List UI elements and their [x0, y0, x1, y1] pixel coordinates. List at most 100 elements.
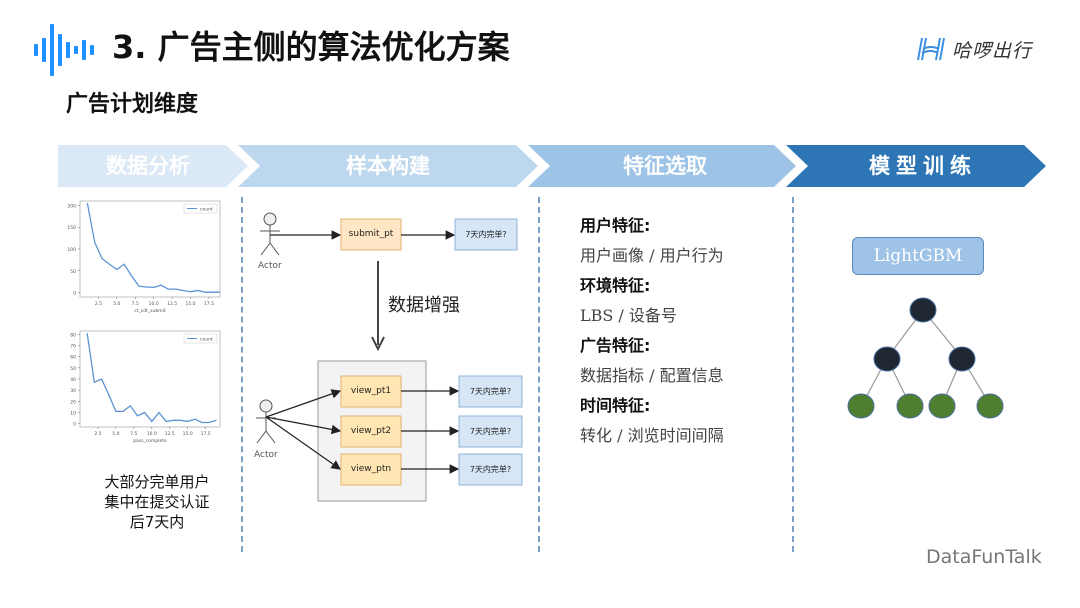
- legend-box: [183, 333, 218, 344]
- x-tick-label: 17.5: [204, 301, 214, 307]
- y-tick-label: 50: [70, 366, 76, 372]
- page-title: 3. 广告主侧的算法优化方案: [112, 28, 510, 66]
- x-tick-label: 15.0: [186, 301, 196, 307]
- decision-tree-icon: [847, 297, 1004, 419]
- feature-list: 用户特征: 用户画像 / 用户行为 环境特征: LBS / 设备号 广告特征: …: [580, 212, 780, 452]
- column-divider: [538, 197, 540, 552]
- model-name-box: LightGBM: [852, 237, 984, 275]
- y-tick-label: 60: [70, 355, 76, 361]
- feature-value-env: LBS / 设备号: [580, 306, 677, 325]
- sound-wave-logo-icon: [34, 24, 94, 76]
- outcome-box: [458, 375, 523, 408]
- x-tick-label: 12.5: [165, 431, 175, 437]
- complete-count-line-chart: 0 10 20 30 40 50 60 70 80 2.5 5.0 7.5 10.0 12.5 15.0 17…: [70, 330, 221, 444]
- note-line: 集中在提交认证: [104, 493, 210, 511]
- outcome-label: 7天内完单?: [469, 427, 512, 436]
- submit-node-box: [340, 218, 402, 251]
- actor-label: Actor: [258, 261, 282, 271]
- feature-heading-user: 用户特征:: [580, 216, 651, 235]
- x-tick-label: 2.5: [94, 431, 101, 437]
- tree-leaf-node: [847, 393, 875, 419]
- feature-value-ad: 数据指标 / 配置信息: [580, 366, 724, 385]
- column-divider: [241, 197, 243, 552]
- tree-leaf-node: [976, 393, 1004, 419]
- stage-model-train: 模型训练: [869, 154, 977, 178]
- outcome-label: 7天内完单?: [469, 387, 512, 396]
- tree-leaf-node: [928, 393, 956, 419]
- feature-heading-ad: 广告特征:: [580, 336, 651, 355]
- x-tick-label: 10.0: [149, 301, 159, 307]
- brand-name: 哈啰出行: [952, 39, 1033, 62]
- x-tick-label: 7.5: [130, 431, 137, 437]
- x-tick-label: 5.0: [112, 431, 119, 437]
- stage-chevron-2: [238, 145, 538, 187]
- hellobike-h-icon: [917, 37, 945, 61]
- model-panel: LightGBM: [820, 225, 1020, 425]
- series-line-count: [86, 333, 217, 424]
- feature-heading-time: 时间特征:: [580, 396, 651, 415]
- tree-leaf-node: [896, 393, 924, 419]
- plot-area: [79, 200, 221, 298]
- series-line-count: [86, 203, 220, 293]
- augment-label: 数据增强: [388, 295, 460, 316]
- analysis-note: 大部分完单用户 集中在提交认证 后7天内: [72, 472, 242, 532]
- feature-value-time: 转化 / 浏览时间间隔: [580, 426, 724, 445]
- y-tick-label: 80: [70, 332, 76, 338]
- stage-data-analysis: 数据分析: [106, 154, 190, 178]
- outcome-label: 7天内完单?: [469, 465, 512, 474]
- view-node-label: view_pt1: [350, 386, 392, 396]
- y-tick-label: 10: [70, 410, 76, 416]
- stage-sample-build: 样本构建: [346, 154, 430, 178]
- section-subtitle: 广告计划维度: [66, 92, 199, 117]
- y-tick-label: 200: [67, 203, 76, 209]
- view-node-label: view_ptn: [350, 464, 392, 474]
- legend-label: count: [200, 337, 213, 343]
- sample-build-diagram: Actor submit_pt 7天内完单? 数据增强 Actor view_p…: [248, 195, 538, 515]
- y-tick-label: 150: [67, 225, 76, 231]
- tree-internal-node: [873, 346, 901, 372]
- column-divider: [792, 197, 794, 552]
- x-axis-label: ct_cdt_submit: [134, 308, 166, 314]
- y-tick-label: 50: [70, 269, 76, 275]
- y-tick-label: 70: [70, 344, 76, 350]
- tree-root-node: [909, 297, 937, 323]
- outcome-box: [458, 453, 523, 486]
- y-tick-label: 20: [70, 399, 76, 405]
- stage-chevron-3: [528, 145, 796, 187]
- view-node-label: view_pt2: [350, 426, 392, 436]
- watermark: DataFunTalk: [926, 546, 1042, 568]
- feature-heading-env: 环境特征:: [580, 276, 651, 295]
- y-tick-label: 0: [73, 291, 76, 297]
- view-node-box: [340, 375, 402, 408]
- stage-feature-select: 特征选取: [623, 154, 707, 178]
- pipeline-stages: 数据分析 样本构建 特征选取 模型训练: [58, 145, 1048, 187]
- x-tick-label: 5.0: [113, 301, 120, 307]
- outcome-box: [458, 415, 523, 448]
- note-line: 后7天内: [129, 513, 185, 531]
- stage-chevron-4: [786, 145, 1046, 187]
- x-tick-label: 12.5: [167, 301, 177, 307]
- y-tick-label: 0: [73, 422, 76, 428]
- y-tick-label: 30: [70, 388, 76, 394]
- submit-node-label: submit_pt: [348, 229, 394, 239]
- actor-icon: [256, 399, 276, 444]
- x-tick-label: 15.0: [183, 431, 193, 437]
- outcome-label: 7天内完单?: [465, 230, 507, 239]
- legend-box: [183, 203, 218, 214]
- actor-label: Actor: [254, 450, 278, 460]
- x-axis-label: pass_complete: [133, 438, 167, 444]
- y-tick-label: 40: [70, 377, 76, 383]
- feature-value-user: 用户画像 / 用户行为: [580, 246, 724, 265]
- actor-icon: [260, 212, 280, 256]
- view-node-box: [340, 415, 402, 448]
- plot-area: [79, 330, 221, 428]
- x-tick-label: 17.5: [201, 431, 211, 437]
- x-tick-label: 10.0: [147, 431, 157, 437]
- tree-internal-node: [948, 346, 976, 372]
- x-tick-label: 7.5: [132, 301, 139, 307]
- legend-label: count: [200, 207, 213, 213]
- x-tick-label: 2.5: [95, 301, 102, 307]
- note-line: 大部分完单用户: [104, 473, 210, 491]
- brand-logo: 哈啰出行: [916, 36, 1032, 62]
